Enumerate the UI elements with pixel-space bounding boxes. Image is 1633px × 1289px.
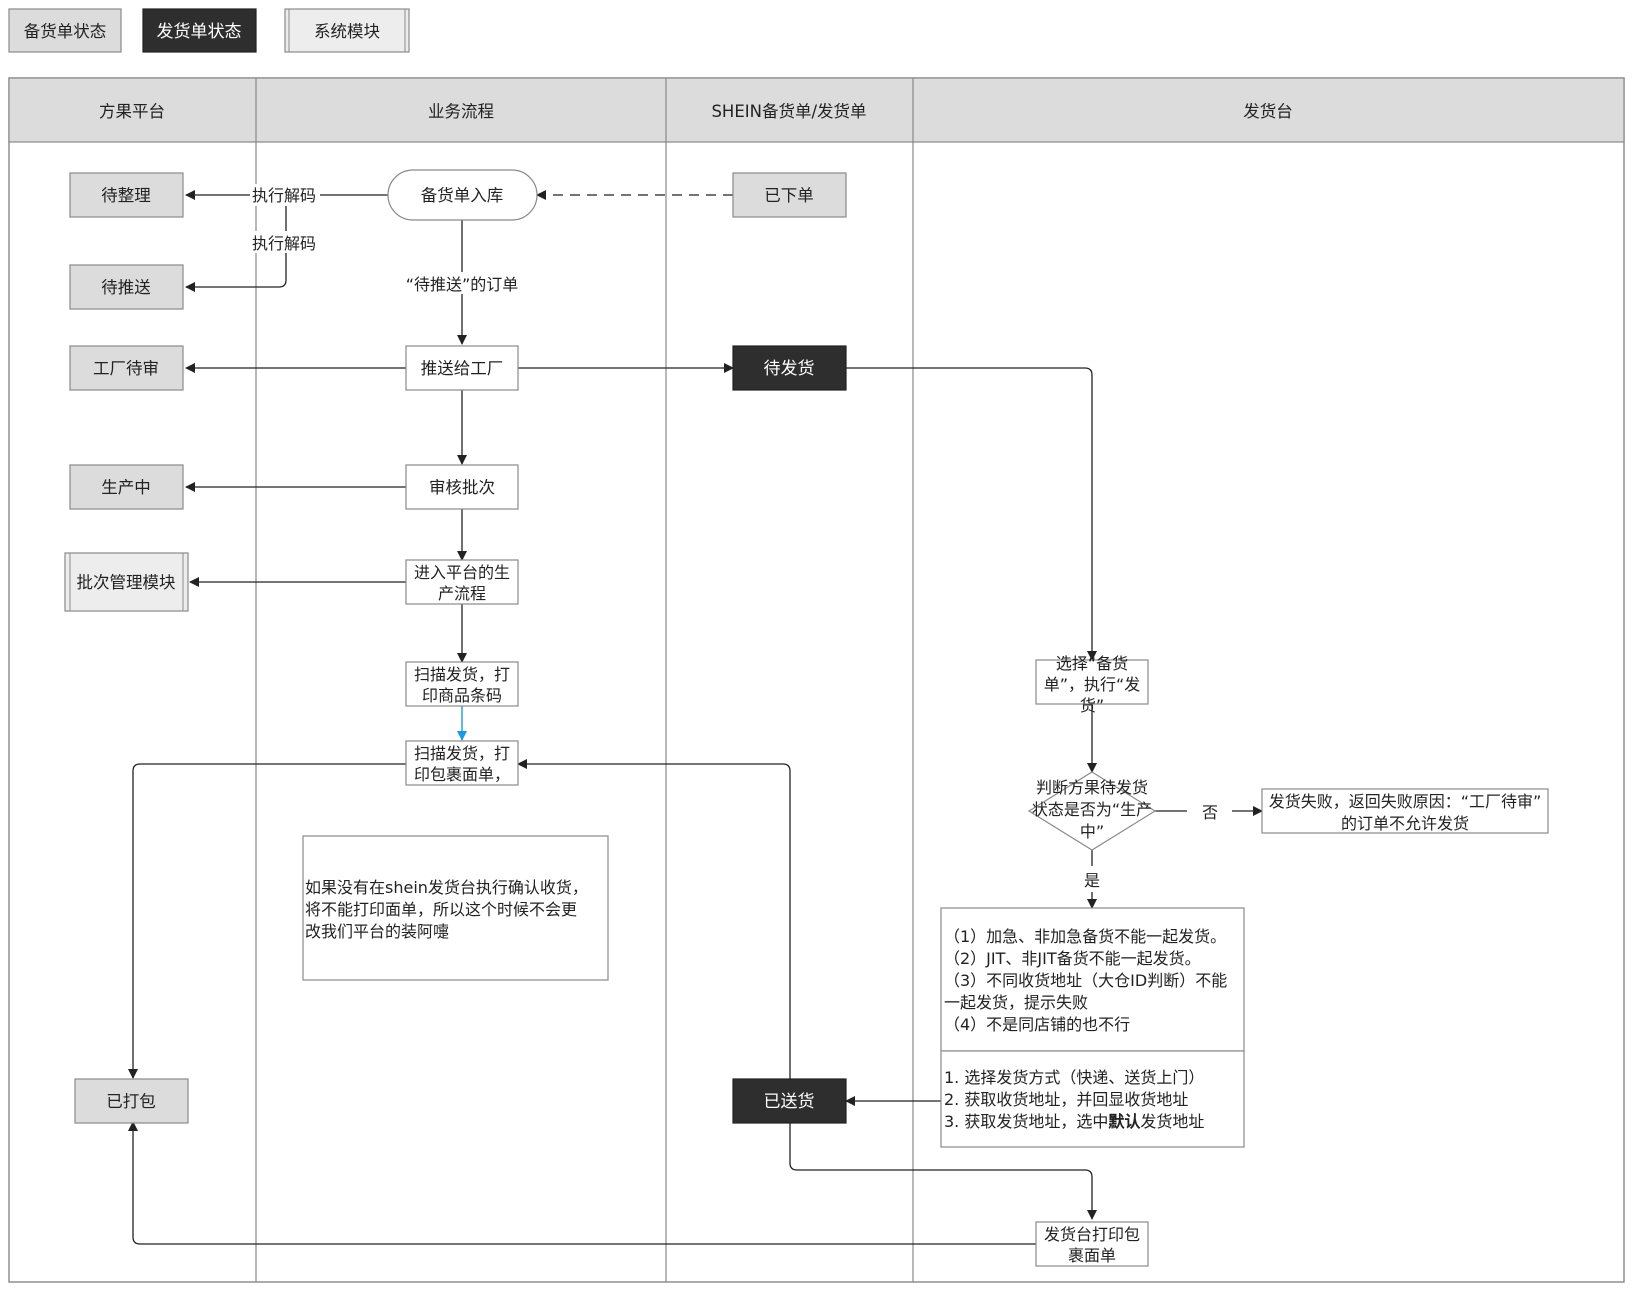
platform-batch-module-label: 批次管理模块 (77, 573, 176, 592)
desk-rule-3: （3）不同收货地址（大仓ID判断）不能 (944, 971, 1227, 990)
process-review-batch: 审核批次 (405, 464, 519, 510)
legend: 备货单状态 发货单状态 系统模块 (8, 8, 410, 53)
legend-stock-status: 备货单状态 (8, 8, 122, 53)
edges (128, 190, 1263, 1245)
process-push-to-factory-label: 推送给工厂 (421, 359, 504, 378)
lane-header-shein: SHEIN备货单/发货单 (711, 102, 866, 121)
process-enter-production: 进入平台的生 产流程 (405, 559, 519, 605)
platform-to-organize-label: 待整理 (101, 186, 151, 205)
legend-shipping-status: 发货单状态 (142, 8, 257, 53)
edge-label-yes: 是 (1084, 871, 1100, 890)
shein-delivered: 已送货 (732, 1078, 847, 1124)
desk-print-waybill-line2: 裹面单 (1068, 1246, 1116, 1265)
platform-in-production: 生产中 (69, 464, 184, 510)
edge-delivered-to-print (789, 1123, 1097, 1220)
process-scan-barcode-line1: 扫描发货，打 (414, 665, 510, 684)
desk-decision-line3: 中” (1080, 822, 1104, 841)
process-stock-in-label: 备货单入库 (421, 186, 504, 205)
shein-delivered-label: 已送货 (764, 1092, 815, 1112)
desk-rule-2: （2）JIT、非JIT备货不能一起发货。 (944, 949, 1201, 968)
lane-header-process: 业务流程 (428, 102, 494, 121)
desk-rule-1: （1）加急、非加急备货不能一起发货。 (944, 927, 1226, 946)
platform-packed: 已打包 (74, 1078, 189, 1124)
desk-step-3-b: 发货地址 (1140, 1112, 1204, 1131)
desk-decision-line1: 判断方果待发货 (1036, 778, 1148, 797)
platform-to-push-label: 待推送 (101, 278, 151, 297)
platform-to-organize: 待整理 (69, 172, 184, 218)
platform-factory-review-label: 工厂待审 (93, 359, 159, 378)
legend-stock-status-label: 备货单状态 (24, 22, 107, 41)
desk-step-2: 2. 获取收货地址，并回显收货地址 (944, 1090, 1188, 1109)
desk-fail-line1: 发货失败，返回失败原因：“工厂待审” (1269, 792, 1542, 811)
shein-ordered-label: 已下单 (764, 186, 814, 205)
edge-label-decode-2: 执行解码 (252, 234, 316, 253)
process-enter-production-line1: 进入平台的生 (414, 563, 510, 582)
legend-system-module-label: 系统模块 (314, 22, 380, 41)
lane-header-shipping-desk: 发货台 (1243, 102, 1293, 121)
shein-to-ship-label: 待发货 (764, 359, 815, 379)
desk-select-order-line3: 货” (1080, 696, 1104, 715)
platform-to-push: 待推送 (69, 264, 184, 310)
platform-in-production-label: 生产中 (101, 478, 151, 497)
process-scan-barcode-line2: 印商品条码 (422, 686, 502, 705)
legend-shipping-status-label: 发货单状态 (157, 22, 242, 42)
process-note-line1: 如果没有在shein发货台执行确认收货， (305, 878, 588, 897)
process-scan-waybill: 扫描发货，打 印包裹面单， (405, 740, 519, 786)
desk-decision: 判断方果待发货 状态是否为“生产 中” (1027, 771, 1157, 851)
edge-label-pending-push: “待推送”的订单 (406, 275, 519, 294)
edge-toship-to-select (846, 367, 1097, 661)
desk-rule-4: （4）不是同店铺的也不行 (944, 1015, 1130, 1034)
platform-factory-review: 工厂待审 (69, 345, 184, 391)
desk-step-3-bold: 默认 (1108, 1112, 1141, 1131)
desk-step-3: 3. 获取发货地址，选中默认发货地址 (944, 1112, 1204, 1131)
edge-print-to-packed (128, 1121, 1036, 1245)
process-note-line2: 将不能打印面单，所以这个时候不会更 (305, 900, 577, 919)
platform-packed-label: 已打包 (106, 1092, 156, 1111)
desk-steps: 1. 选择发货方式（快递、送货上门） 2. 获取收货地址，并回显收货地址 3. … (940, 1050, 1245, 1148)
lane-header-platform: 方果平台 (99, 102, 165, 121)
shein-to-ship: 待发货 (732, 345, 847, 391)
shein-ordered: 已下单 (732, 172, 847, 218)
process-note: 如果没有在shein发货台执行确认收货， 将不能打印面单，所以这个时候不会更 改… (302, 835, 609, 981)
platform-batch-module: 批次管理模块 (64, 552, 189, 612)
edge-delivered-to-waybill (517, 759, 791, 1101)
desk-print-waybill: 发货台打印包 裹面单 (1035, 1221, 1149, 1267)
desk-step-3-a: 3. 获取发货地址，选中 (944, 1112, 1108, 1131)
desk-rules: （1）加急、非加急备货不能一起发货。 （2）JIT、非JIT备货不能一起发货。 … (940, 907, 1245, 1052)
process-scan-waybill-line2: 印包裹面单， (414, 765, 510, 784)
desk-rule-3-cont: 一起发货，提示失败 (944, 993, 1088, 1012)
desk-select-order-line2: 单”，执行“发 (1044, 675, 1141, 694)
process-stock-in: 备货单入库 (387, 169, 538, 221)
edge-labels: 执行解码 执行解码 “待推送”的订单 否 是 (250, 184, 1218, 890)
edge-label-decode-1: 执行解码 (252, 186, 316, 205)
edge-stockin-to-topush (185, 194, 300, 292)
edge-label-no: 否 (1202, 803, 1218, 822)
process-push-to-factory: 推送给工厂 (405, 345, 519, 391)
desk-fail-line2: 的订单不允许发货 (1341, 814, 1469, 833)
desk-select-order: 选择“备货 单”，执行“发 货” (1035, 654, 1149, 715)
desk-step-1: 1. 选择发货方式（快递、送货上门） (944, 1068, 1204, 1087)
process-note-line3: 改我们平台的装阿嚏 (305, 922, 449, 941)
legend-system-module: 系统模块 (284, 8, 410, 53)
process-scan-waybill-line1: 扫描发货，打 (414, 744, 510, 763)
process-enter-production-line2: 产流程 (438, 584, 486, 603)
edge-waybill-to-packed (128, 763, 406, 1079)
desk-select-order-line1: 选择“备货 (1056, 654, 1128, 673)
desk-decision-line2: 状态是否为“生产 (1032, 800, 1152, 819)
process-scan-barcode: 扫描发货，打 印商品条码 (405, 661, 519, 707)
desk-print-waybill-line1: 发货台打印包 (1044, 1225, 1140, 1244)
process-review-batch-label: 审核批次 (429, 478, 495, 497)
swimlanes: 方果平台 业务流程 SHEIN备货单/发货单 发货台 (8, 77, 1625, 1283)
desk-fail-message: 发货失败，返回失败原因：“工厂待审” 的订单不允许发货 (1261, 788, 1549, 834)
